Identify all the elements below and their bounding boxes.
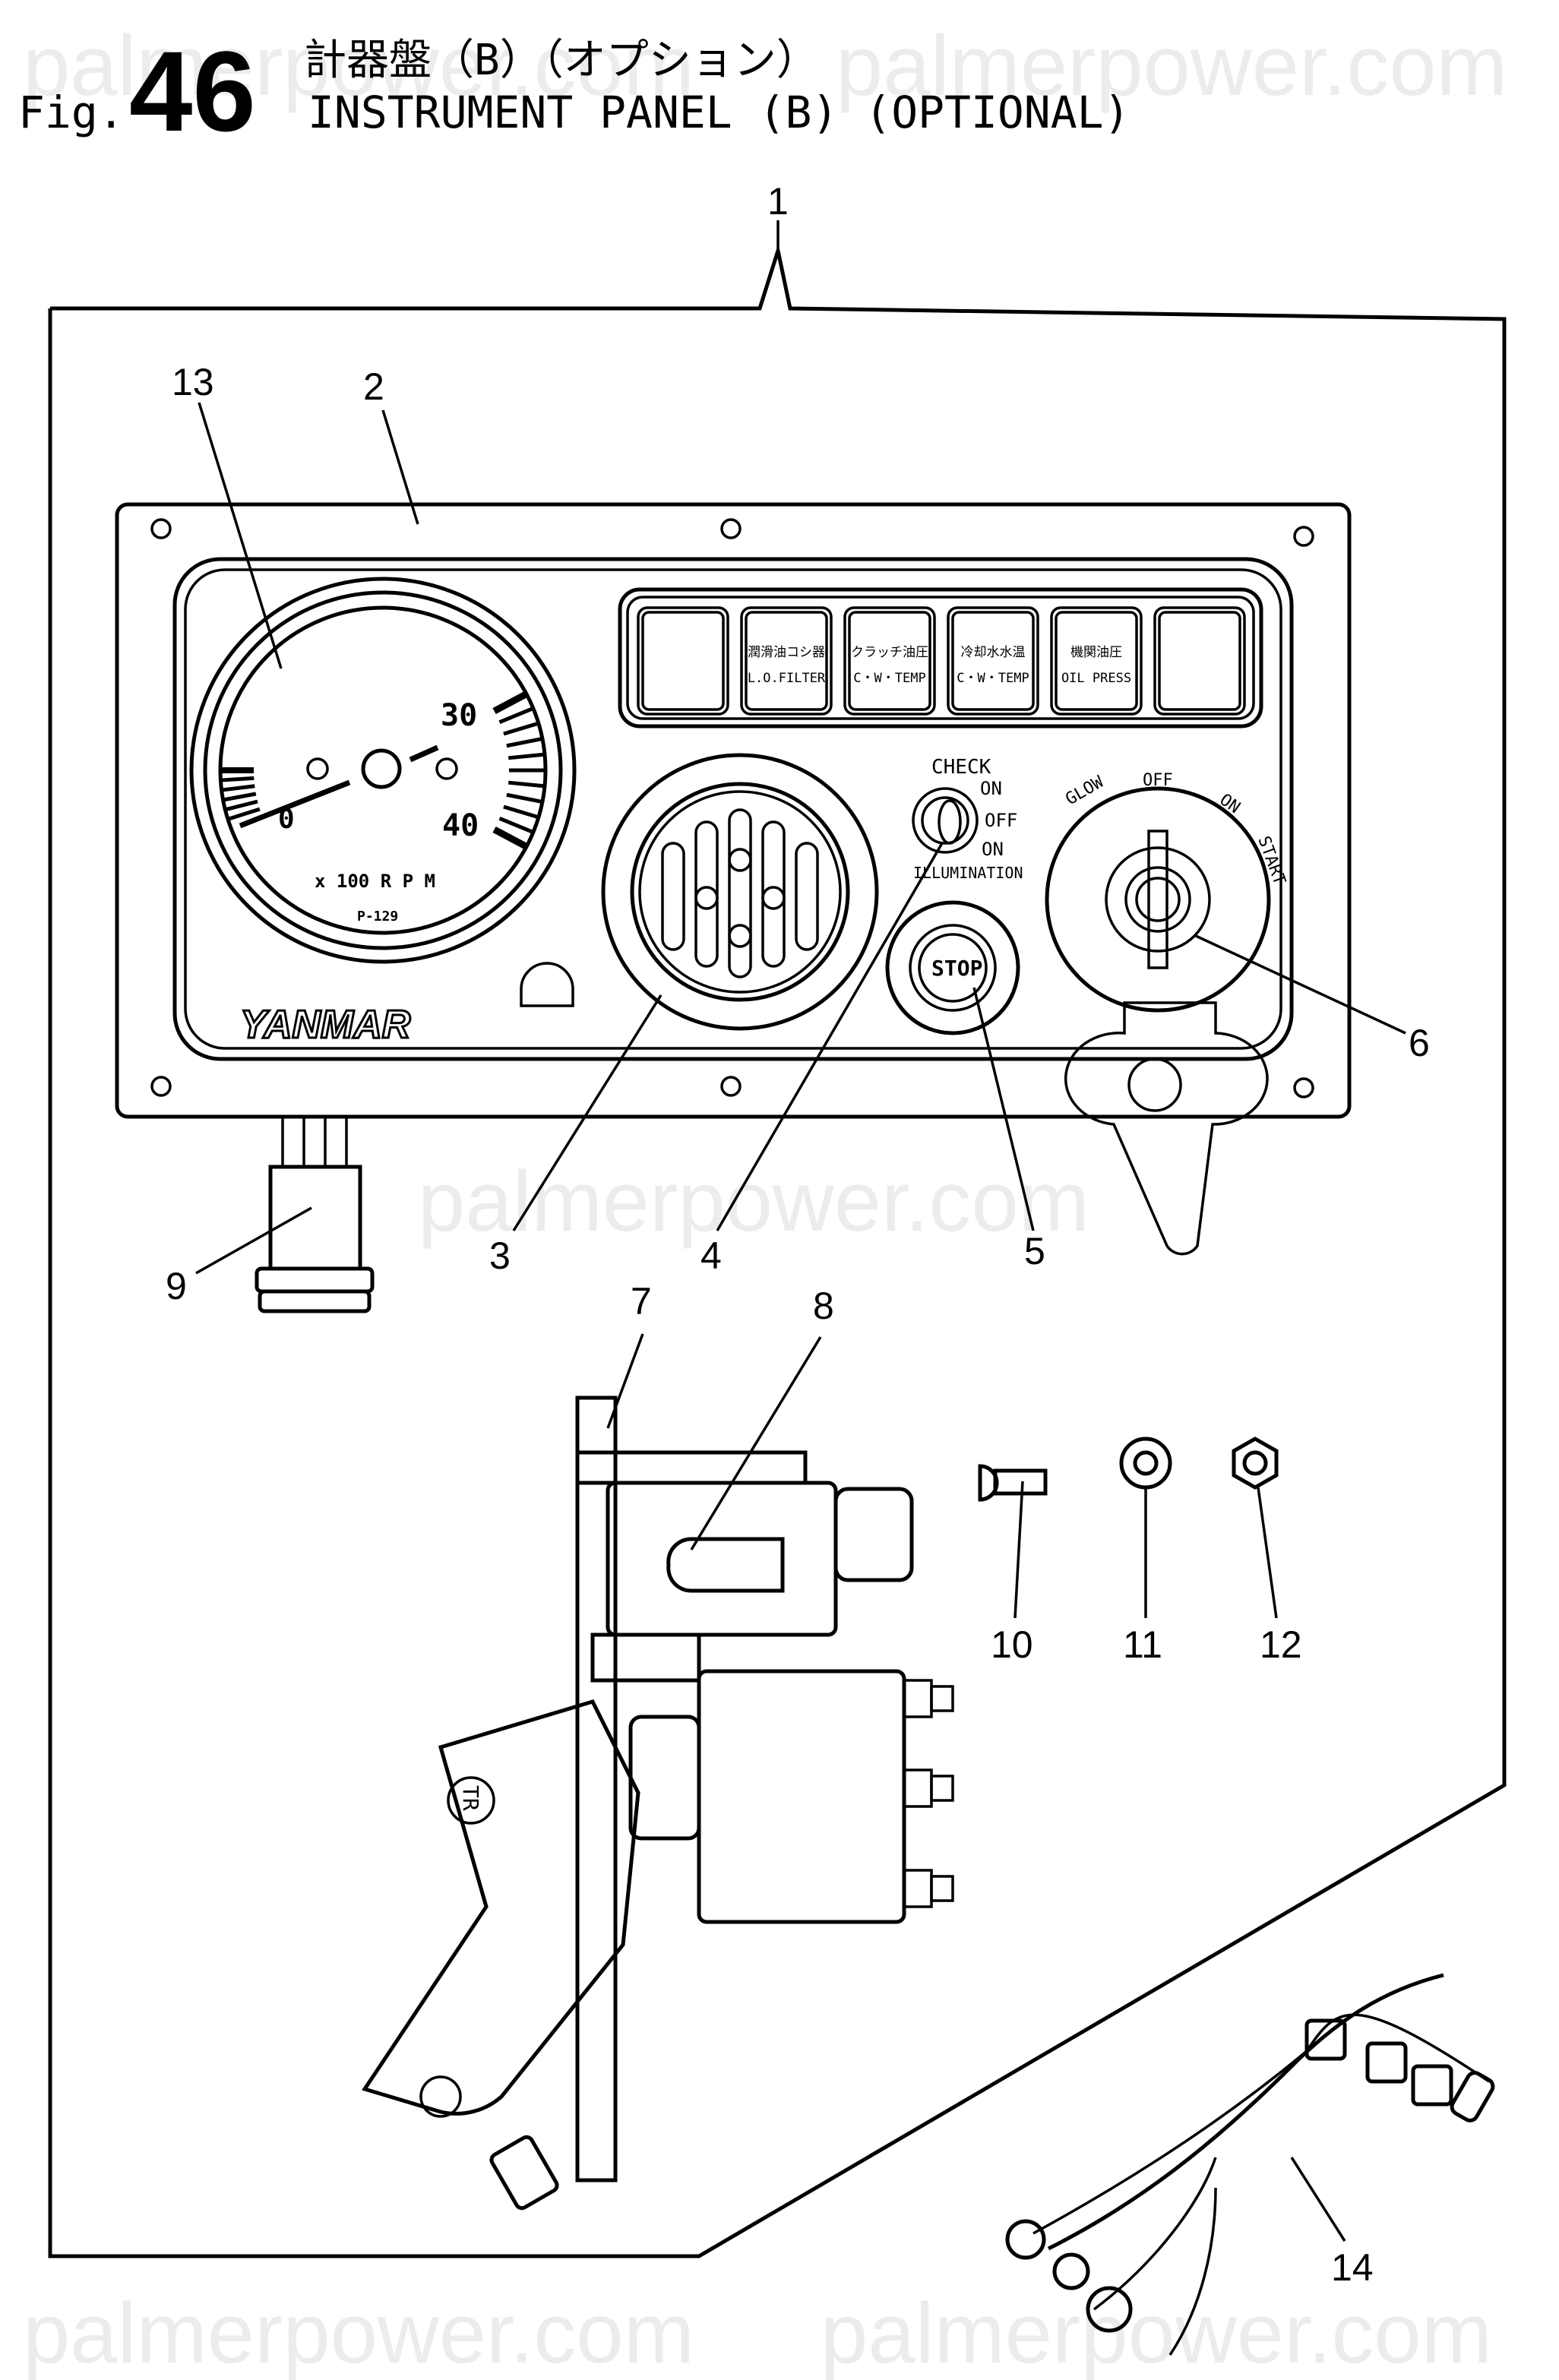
callout-4: 4 <box>700 1234 722 1277</box>
callout-8: 8 <box>813 1285 834 1327</box>
kit-frame <box>48 243 1507 2258</box>
lamp-label-ja: 機関油圧 <box>1070 645 1122 660</box>
warning-lamp <box>1153 606 1246 716</box>
callout-9: 9 <box>166 1265 187 1307</box>
lamp-label-en: OIL PRESS <box>1061 671 1131 686</box>
terminal-nut <box>903 1679 954 1718</box>
tach-tick <box>508 752 545 760</box>
horn <box>601 753 879 1031</box>
callout-12: 12 <box>1260 1623 1302 1666</box>
tach-label-0: 0 <box>278 804 295 835</box>
callout-14: 14 <box>1331 2246 1374 2289</box>
tach-label-30: 30 <box>441 698 477 733</box>
tach-tick <box>492 826 529 850</box>
connector <box>255 1117 375 1313</box>
wire-harness <box>1005 1973 1495 2356</box>
leader-lines <box>195 402 1406 2242</box>
lamp-label-ja: 潤滑油コシ器 <box>748 645 825 660</box>
illumination-switch[interactable]: CHECK ON OFF ON ILLUMINATION <box>912 756 1023 882</box>
tach-code: P-129 <box>357 909 398 925</box>
tach-tick <box>227 807 261 821</box>
title-english: INSTRUMENT PANEL (B) (OPTIONAL) <box>308 87 1131 138</box>
callout-6: 6 <box>1409 1022 1430 1064</box>
callout-13: 13 <box>172 361 214 403</box>
switch-pos-on-1: ON <box>980 778 1002 799</box>
washer <box>1119 1437 1172 1490</box>
lamp-label-ja: 冷却水水温 <box>961 645 1026 660</box>
callout-7: 7 <box>631 1280 652 1323</box>
stop-button[interactable]: STOP <box>885 900 1020 1035</box>
screw <box>978 1464 1048 1502</box>
switch-label-check: CHECK <box>931 756 991 779</box>
tach-label-40: 40 <box>442 808 479 843</box>
tach-tick <box>508 780 545 789</box>
key-pos-start: START <box>1254 834 1289 888</box>
fig-number: 46 <box>129 27 256 155</box>
tach-tick <box>503 804 539 820</box>
tach-tick <box>506 792 543 804</box>
callout-3: 3 <box>489 1234 511 1277</box>
nut <box>1232 1437 1279 1490</box>
key-pos-off: OFF <box>1143 771 1173 790</box>
watermark-top-right: palmerpower.com <box>836 18 1507 113</box>
tach-tick <box>503 721 539 736</box>
callout-numbers: 1 2 3 4 5 6 7 8 9 10 11 12 13 14 <box>166 180 1430 2289</box>
watermark-bottom-left: palmerpower.com <box>23 2286 694 2380</box>
warning-lamp: 冷却水水温 C・W・TEMP <box>947 606 1039 716</box>
lamp-label-en: L.O.FILTER <box>748 671 826 686</box>
warning-lamp <box>637 606 729 716</box>
instrument-panel-plate <box>115 502 1352 1119</box>
callout-5: 5 <box>1024 1230 1045 1272</box>
key-pos-on: ON <box>1216 790 1244 817</box>
warning-lamp: 機関油圧 OIL PRESS <box>1050 606 1143 716</box>
tachometer-ticks <box>220 691 545 850</box>
tach-tick <box>221 784 255 792</box>
terminal-nut <box>903 1869 954 1908</box>
tach-unit: x 100 R P M <box>315 871 435 892</box>
switch-label-illumination: ILLUMINATION <box>913 864 1023 882</box>
watermark-bottom-right: palmerpower.com <box>821 2286 1492 2380</box>
callout-10: 10 <box>991 1623 1033 1666</box>
warning-lamp: 潤滑油コシ器 L.O.FILTER <box>740 606 833 716</box>
callout-2: 2 <box>363 365 384 408</box>
tach-tick <box>492 691 529 715</box>
warning-light-strip: 潤滑油コシ器 L.O.FILTER クラッチ油圧 C・W・TEMP 冷却水水温 C・W・T… <box>618 587 1263 729</box>
tach-tick <box>506 736 543 748</box>
lamp-label-en: C・W・TEMP <box>957 671 1029 686</box>
relay-assembly: TR <box>362 1395 954 2211</box>
warning-lamp: クラッチ油圧 C・W・TEMP <box>843 606 936 716</box>
tach-tick <box>220 776 255 782</box>
switch-pos-on-2: ON <box>982 839 1004 860</box>
tach-tick <box>224 799 258 812</box>
stop-label: STOP <box>931 956 982 981</box>
watermark-top-left: palmerpower.com <box>23 18 694 113</box>
callout-1: 1 <box>767 180 789 223</box>
tach-tick <box>498 816 534 834</box>
tach-tick <box>498 706 534 725</box>
yanmar-logo: YANMAR <box>240 1003 411 1047</box>
switch-pos-off: OFF <box>985 810 1017 831</box>
lamp-label-ja: クラッチ油圧 <box>851 645 928 660</box>
title-japanese: 計器盤（B）（オプション） <box>304 36 819 85</box>
tach-tick <box>223 792 257 802</box>
fig-prefix: Fig. <box>18 87 125 138</box>
relay-mark-tr: TR <box>458 1785 483 1811</box>
lamp-label-en: C・W・TEMP <box>853 671 925 686</box>
callout-11: 11 <box>1123 1623 1162 1666</box>
tachometer: 0 30 40 x 100 R P M P-129 YANMAR <box>189 577 577 1048</box>
figure-header: Fig. 46 計器盤（B）（オプション） INSTRUMENT PANEL (… <box>18 27 1131 155</box>
terminal-nut <box>903 1768 954 1808</box>
